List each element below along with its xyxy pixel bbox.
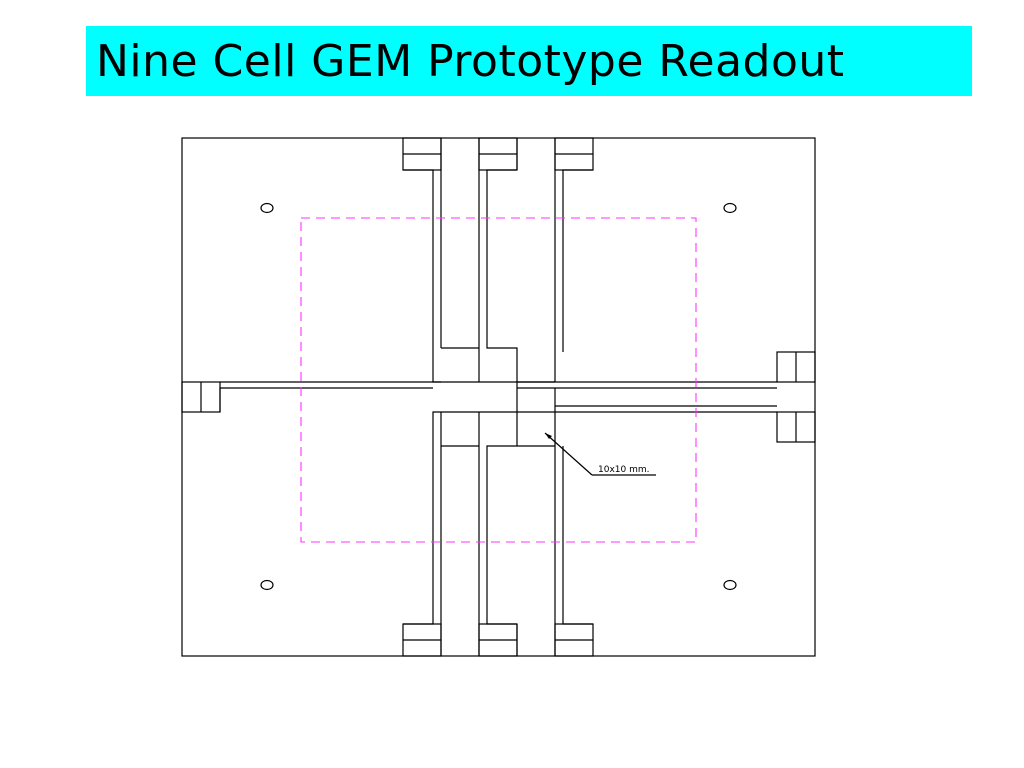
bottom-connector-pads <box>402 623 594 657</box>
title-banner: Nine Cell GEM Prototype Readout <box>86 26 972 96</box>
mounting-hole <box>260 202 274 214</box>
right-connector-pads <box>776 351 816 443</box>
dimension-callout: 10x10 mm. <box>544 432 656 476</box>
top-traces <box>403 138 593 383</box>
leader-line <box>544 432 593 476</box>
dimension-label: 10x10 mm. <box>598 465 650 475</box>
left-connector-pad <box>181 381 221 413</box>
mounting-hole <box>723 579 737 591</box>
mounting-hole <box>260 579 274 591</box>
active-area-outline <box>300 217 697 543</box>
slide-title: Nine Cell GEM Prototype Readout <box>96 35 845 87</box>
top-connector-pads <box>402 137 594 171</box>
horizontal-traces <box>219 381 777 446</box>
board-outline <box>181 137 816 657</box>
mounting-holes <box>260 202 737 591</box>
bottom-traces <box>403 411 593 656</box>
arrowhead-icon <box>545 433 552 439</box>
mounting-hole <box>723 202 737 214</box>
